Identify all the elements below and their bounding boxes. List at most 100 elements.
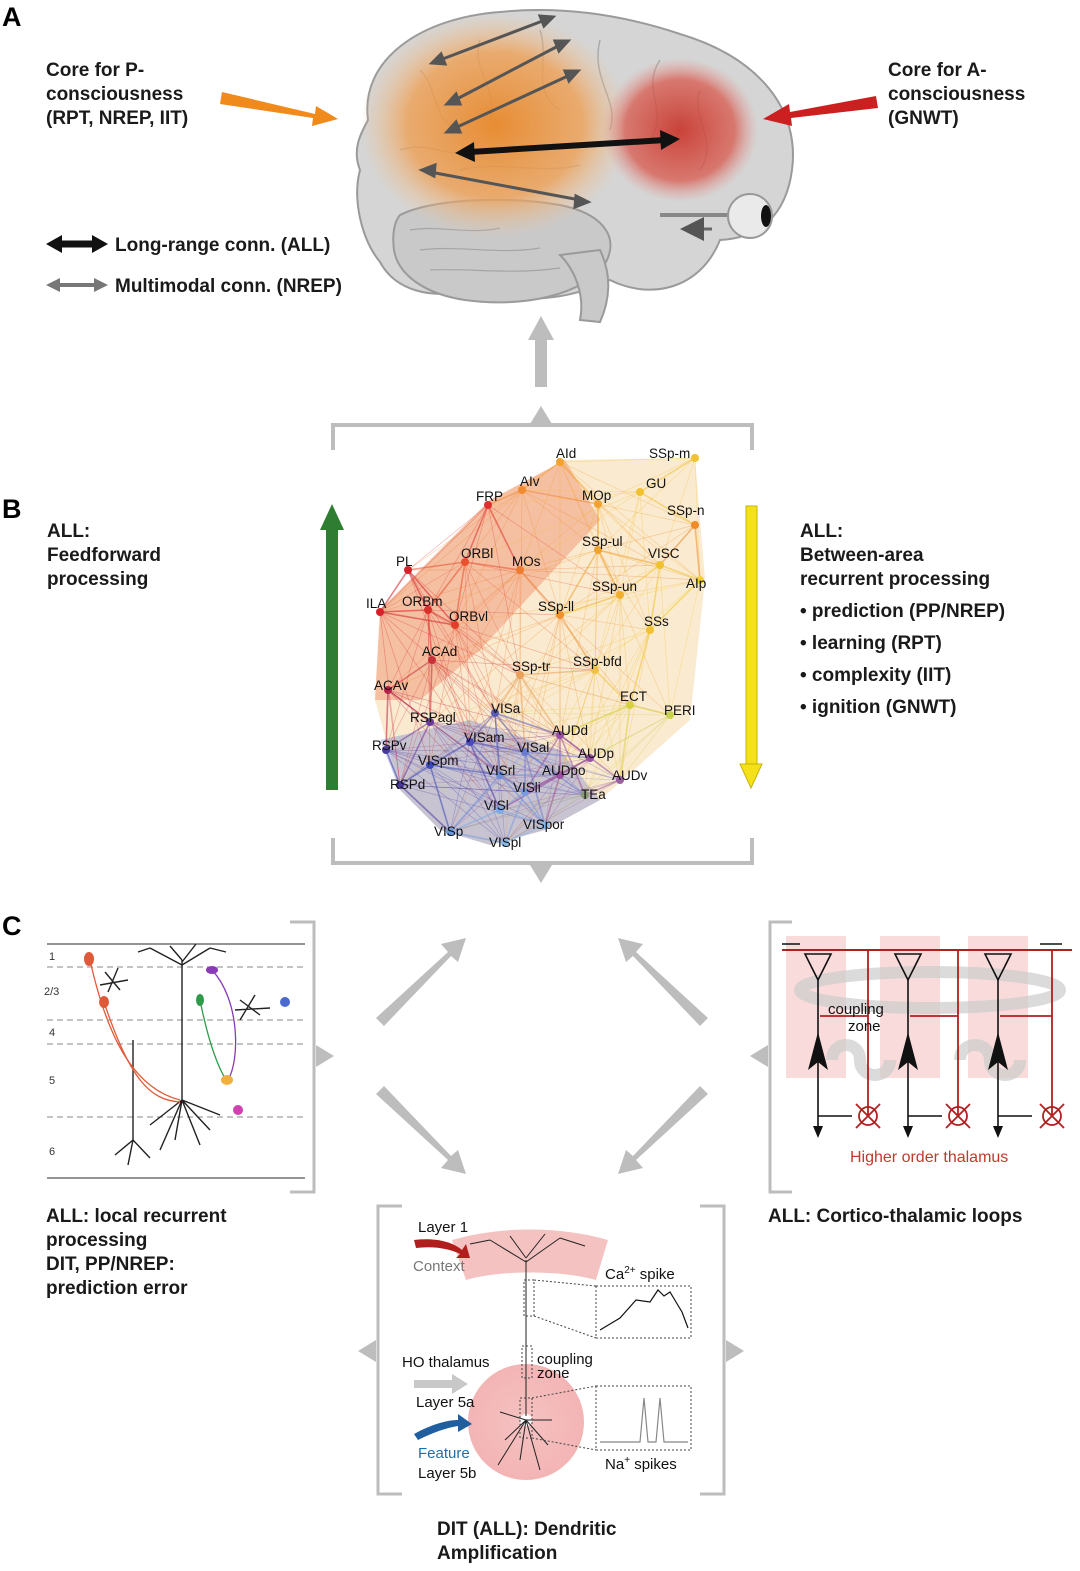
network-node-mos — [516, 566, 524, 574]
network-edge — [449, 712, 496, 833]
network-edge — [521, 489, 661, 566]
network-edge — [454, 624, 561, 736]
network-edge — [594, 669, 621, 781]
network-node-aip — [696, 576, 704, 584]
network-edge — [499, 674, 521, 776]
network-edge — [519, 674, 621, 781]
network-edge — [379, 569, 409, 613]
network-edge — [379, 569, 521, 613]
network-edge — [559, 549, 599, 616]
network-edge — [429, 659, 433, 723]
network-node-orbvl — [451, 621, 459, 629]
layer-4-label: 4 — [49, 1027, 55, 1039]
network-label-ila: ILA — [366, 596, 386, 611]
network-edge — [429, 712, 496, 766]
network-edge — [399, 721, 431, 786]
network-edge — [469, 741, 526, 753]
network-edge — [427, 609, 433, 661]
network-edge — [597, 549, 671, 716]
network-node-ssp-bfd — [591, 666, 599, 674]
network-edge — [429, 569, 521, 723]
network-edge — [399, 784, 586, 796]
network-edge — [597, 503, 701, 581]
recurrent-arrow — [739, 505, 763, 790]
network-label-visrl: VISrl — [486, 763, 515, 778]
network-edge — [487, 504, 621, 596]
network-node-rspagl — [426, 718, 434, 726]
network-edge — [519, 629, 651, 676]
network-edge — [431, 659, 501, 776]
network-edge — [594, 669, 631, 706]
network-edge — [499, 809, 546, 826]
panel-b-letter: B — [2, 494, 22, 524]
layer5a-label: Layer 5a — [416, 1394, 475, 1411]
local-recurrent-caption: ALL: local recurrent processing DIT, PP/… — [46, 1206, 232, 1299]
network-edge — [385, 609, 429, 751]
network-edge — [494, 704, 631, 714]
network-edge — [407, 569, 471, 743]
network-label-acad: ACAd — [422, 644, 457, 659]
network-edge — [431, 659, 561, 736]
network-edge — [494, 712, 526, 753]
network-edge — [494, 712, 501, 776]
network-edge — [584, 714, 671, 796]
network-label-ssp-ll: SSp-ll — [538, 599, 574, 614]
network-edge — [427, 609, 456, 626]
network-edge — [449, 674, 521, 833]
network-node-acad — [428, 656, 436, 664]
network-edge — [387, 569, 521, 691]
network-edge — [594, 564, 661, 671]
coupling-zone-right-label: coupling zone — [828, 1001, 888, 1035]
p-core-arrow — [220, 92, 338, 126]
network-edge — [407, 504, 489, 571]
network-edge — [519, 461, 561, 571]
network-edge — [454, 624, 496, 714]
network-edge — [559, 461, 661, 566]
network-edge — [504, 794, 586, 844]
network-edge — [429, 674, 521, 766]
network-edge — [454, 624, 521, 676]
network-edge — [559, 549, 599, 736]
network-node-audd — [556, 731, 564, 739]
network-edge — [407, 489, 523, 571]
network-edge — [385, 749, 561, 776]
network-label-visli: VISli — [513, 780, 541, 795]
network-edge — [597, 524, 696, 551]
network-edge — [464, 561, 596, 671]
network-node-aiv — [518, 486, 526, 494]
network-edge — [464, 561, 521, 571]
network-edge — [431, 614, 561, 661]
network-label-vispor: VISpor — [523, 817, 565, 832]
network-edge — [597, 503, 621, 596]
network-edge — [407, 569, 456, 626]
recurrent-label: ALL: Between-area recurrent processing — [800, 521, 990, 590]
network-edge — [619, 579, 701, 596]
network-edge — [619, 564, 661, 596]
network-edge — [559, 614, 651, 631]
network-edge — [454, 594, 621, 626]
network-edge — [494, 712, 501, 811]
network-label-audv: AUDv — [612, 768, 648, 783]
network-label-ssp-m: SSp-m — [649, 446, 690, 461]
network-edge — [519, 503, 599, 571]
network-edge — [594, 549, 599, 671]
network-edge — [387, 689, 401, 786]
network-edge — [487, 504, 521, 676]
network-edge — [379, 489, 523, 613]
network-edge — [454, 624, 596, 671]
dendritic-caption: DIT (ALL): Dendritic Amplification — [437, 1519, 622, 1564]
network-edge — [429, 721, 591, 759]
network-edge — [597, 503, 651, 631]
network-node-visp — [446, 828, 454, 836]
network-node-mop — [594, 500, 602, 508]
feedforward-label: ALL: Feedforward processing — [47, 521, 166, 590]
network-edge — [427, 609, 561, 616]
network-edge — [519, 489, 523, 676]
network-node-vispm — [426, 761, 434, 769]
network-node-vispor — [541, 821, 549, 829]
network-edge — [494, 594, 621, 714]
feature-label: Feature — [418, 1445, 470, 1462]
network-edge — [559, 457, 696, 463]
dendritic-panel: Layer 1 Context Ca2+ spike coupling zone… — [358, 1204, 744, 1496]
network-edge — [659, 564, 671, 716]
